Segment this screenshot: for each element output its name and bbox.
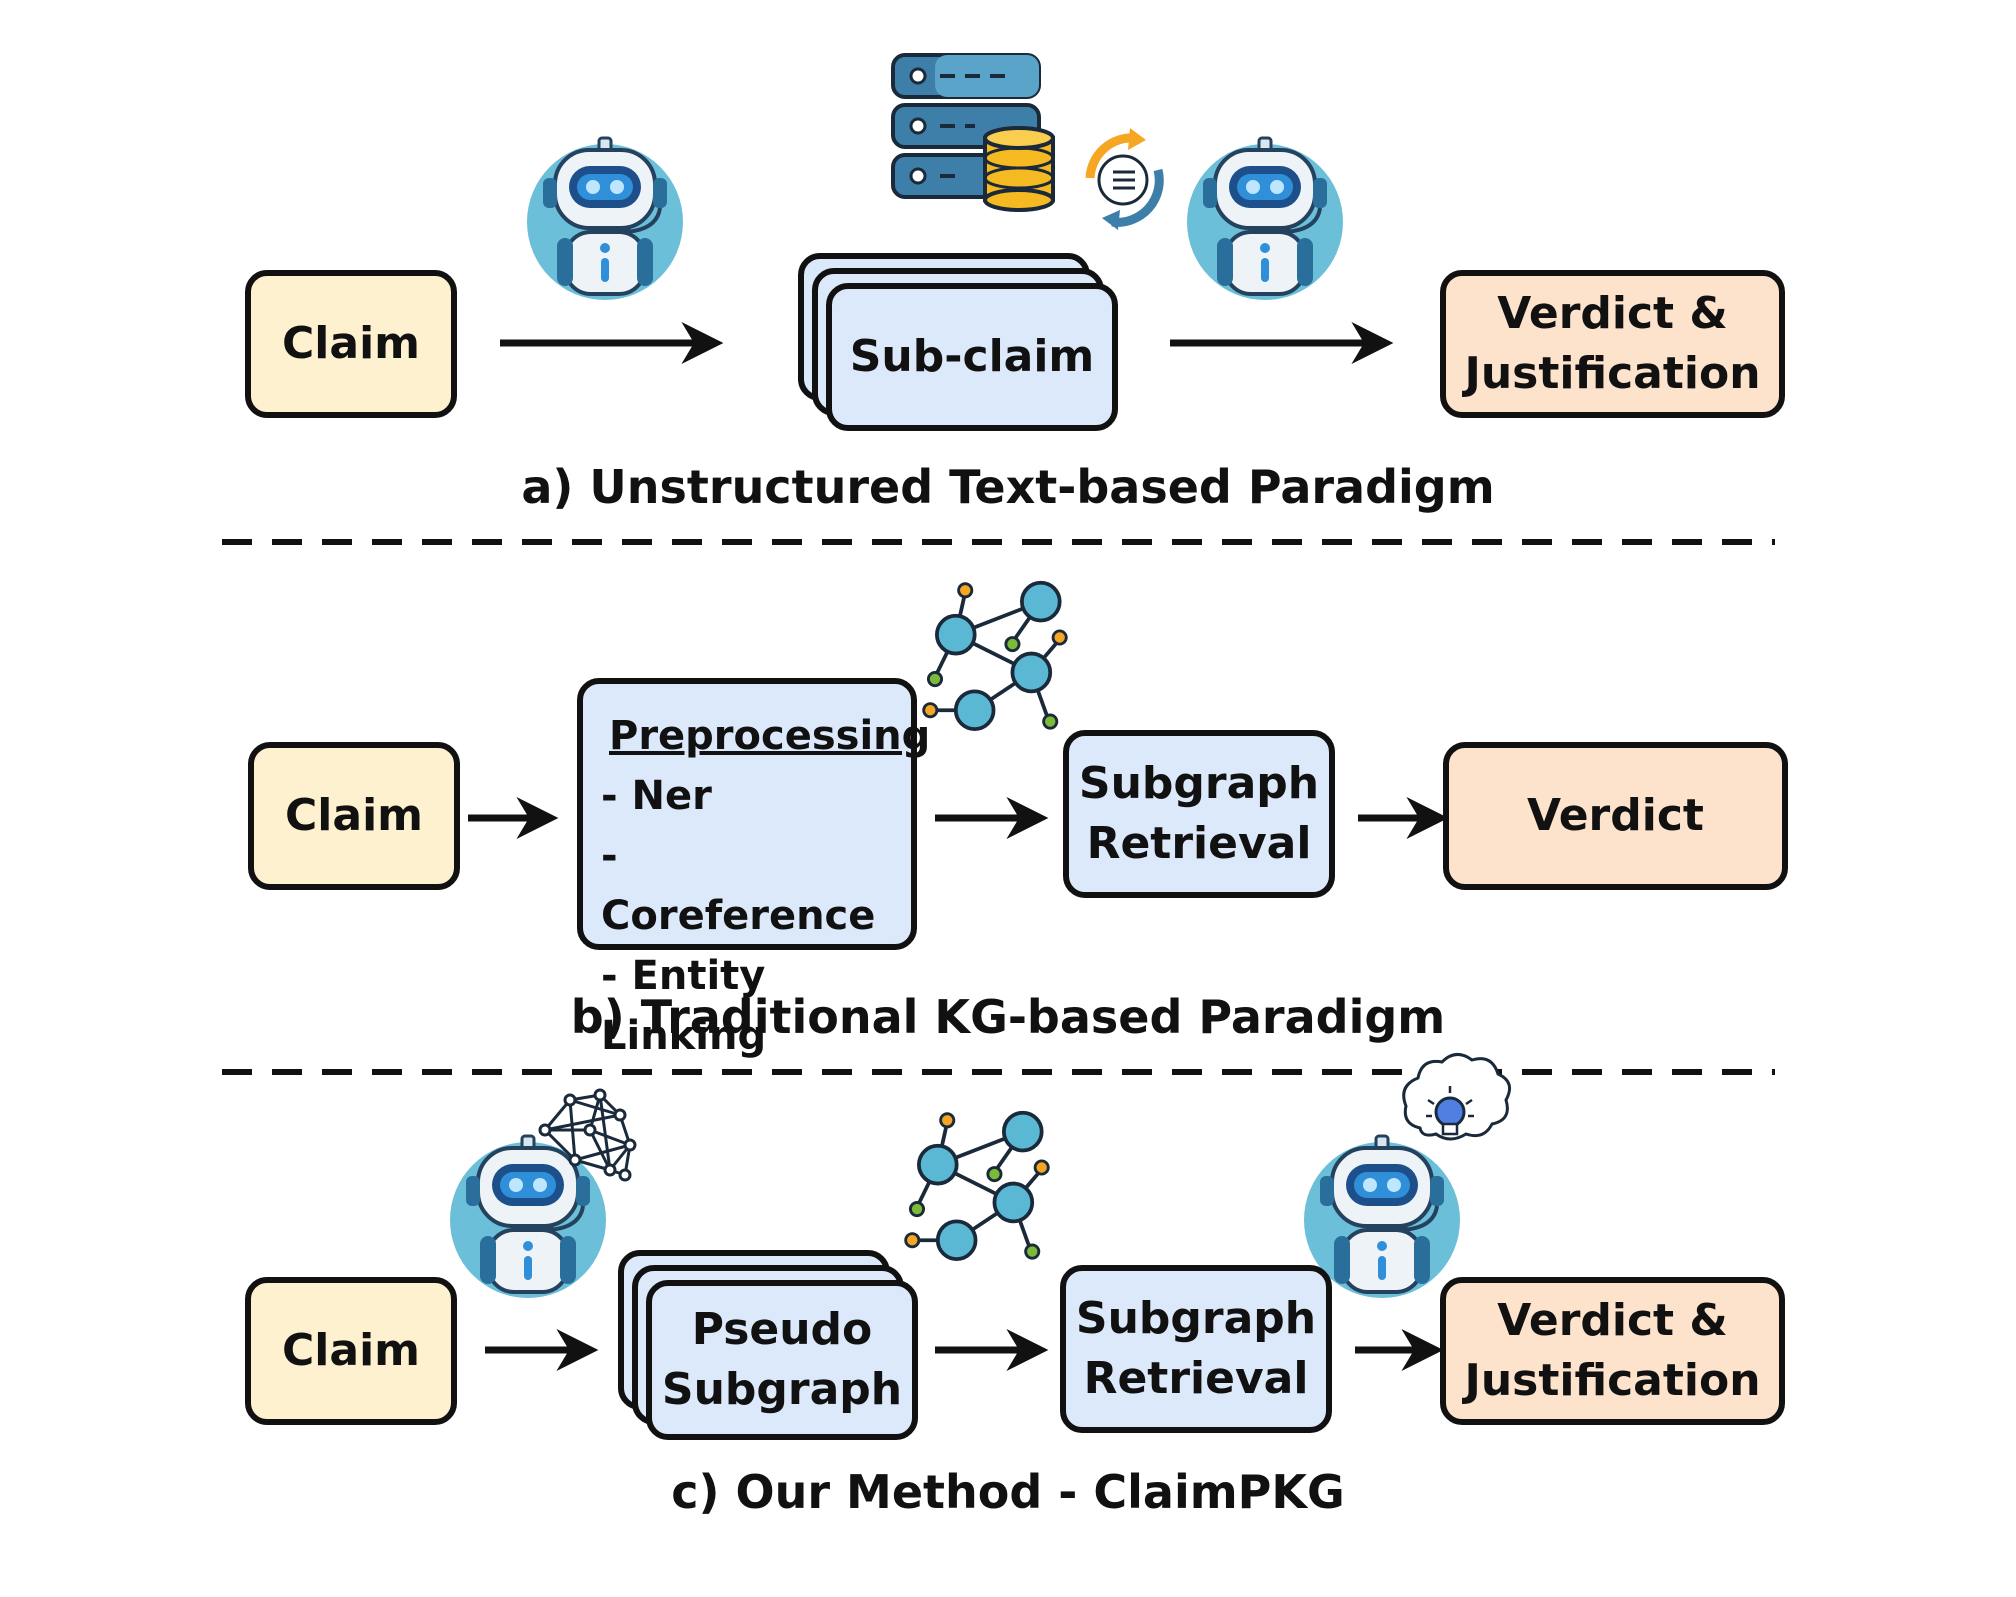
preprocessing-item-ner: - Ner <box>601 773 712 819</box>
robot-icon <box>1185 136 1345 300</box>
sync-list-icon <box>1085 128 1164 230</box>
caption-b: b) Traditional KG-based Paradigm <box>570 990 1446 1044</box>
pseudo-label-line2: Subgraph <box>661 1364 903 1415</box>
knowledge-graph-icon <box>921 580 1069 731</box>
caption-c: c) Our Method - ClaimPKG <box>671 1465 1345 1519</box>
verdict-justification-box-c: Verdict & Justification <box>1440 1277 1785 1425</box>
robot-icon <box>525 136 685 300</box>
verdict-label: Verdict & <box>1497 1295 1728 1346</box>
justification-label: Justification <box>1464 1355 1761 1406</box>
subgraph-retrieval-box-b: Subgraph Retrieval <box>1063 730 1335 898</box>
panel-c <box>448 1053 1512 1371</box>
subclaim-label: Sub-claim <box>849 331 1095 382</box>
claim-box-a: Claim <box>245 270 457 418</box>
claim-label: Claim <box>285 790 423 841</box>
preprocessing-title: Preprocessing <box>609 713 931 759</box>
neural-network-icon <box>538 1088 637 1182</box>
pseudo-label-line1: Pseudo <box>691 1304 873 1355</box>
claim-label: Claim <box>282 1325 420 1376</box>
subgraph-retrieval-box-c: Subgraph Retrieval <box>1060 1265 1332 1433</box>
retrieval-label-line2: Retrieval <box>1083 1353 1309 1404</box>
caption-a: a) Unstructured Text-based Paradigm <box>521 460 1495 514</box>
preprocessing-item-entity-linking: - Entity Linking <box>601 953 767 1059</box>
verdict-box-b: Verdict <box>1443 742 1788 890</box>
retrieval-label-line1: Subgraph <box>1075 1293 1317 1344</box>
claim-box-c: Claim <box>245 1277 457 1425</box>
verdict-justification-box-a: Verdict & Justification <box>1440 270 1785 418</box>
verdict-label: Verdict & <box>1497 288 1728 339</box>
panel-a <box>500 53 1394 364</box>
database-server-icon <box>891 53 1055 212</box>
pseudo-subgraph-box: Pseudo Subgraph <box>646 1280 918 1440</box>
preprocessing-item-coreference: - Coreference <box>601 833 876 939</box>
robot-icon <box>448 1134 608 1298</box>
retrieval-label-line2: Retrieval <box>1086 818 1312 869</box>
knowledge-graph-icon <box>903 1110 1051 1261</box>
claim-box-b: Claim <box>248 742 460 890</box>
verdict-label: Verdict <box>1527 790 1704 841</box>
panel-b <box>468 580 1449 839</box>
subclaim-box: Sub-claim <box>826 283 1118 431</box>
retrieval-label-line1: Subgraph <box>1078 758 1320 809</box>
claim-label: Claim <box>282 318 420 369</box>
preprocessing-box: Preprocessing - Ner - Coreference - Enti… <box>577 678 930 1059</box>
justification-label: Justification <box>1464 348 1761 399</box>
lightbulb-thought-icon <box>1402 1053 1512 1141</box>
